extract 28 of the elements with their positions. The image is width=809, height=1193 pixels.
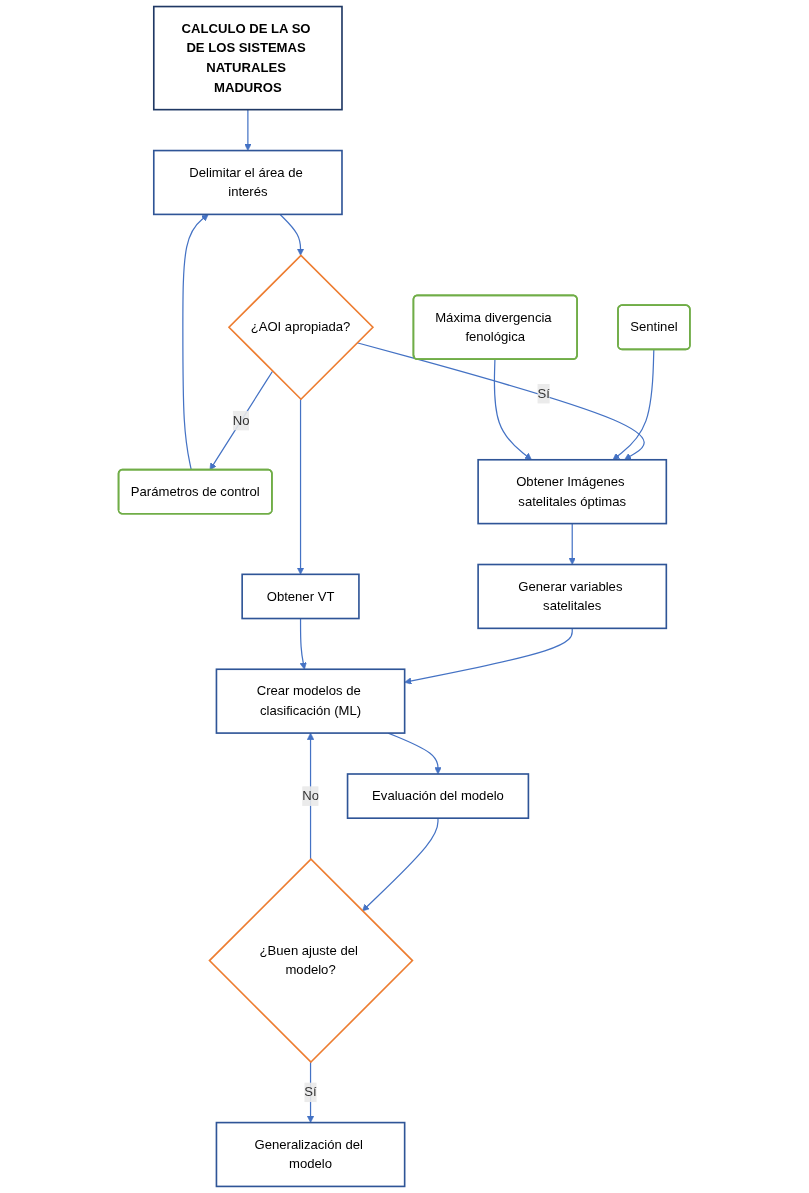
node-box: Obtener Imágenes satelitales óptimas xyxy=(477,458,668,525)
arrow xyxy=(307,732,315,860)
arrow xyxy=(297,398,305,575)
arrow xyxy=(612,349,655,461)
arrow xyxy=(307,1061,315,1123)
arrow xyxy=(279,213,305,256)
arrow xyxy=(209,370,274,471)
arrow xyxy=(182,214,209,471)
edge-label: Sí xyxy=(304,1084,318,1099)
arrow xyxy=(244,109,252,151)
node-diamond: ¿AOI apropiada? xyxy=(228,254,375,401)
node-box: Generalización del modelo xyxy=(215,1121,406,1188)
node-box: CALCULO DE LA SO DE LOS SISTEMAS NATURALES MADUROS xyxy=(153,5,344,111)
node-box: Generar variables satelitales xyxy=(477,563,668,630)
node-box: Evaluación del modelo xyxy=(347,773,530,819)
node-diamond: ¿Buen ajuste del modelo? xyxy=(208,857,414,1064)
edge-label: No xyxy=(302,788,320,803)
arrow xyxy=(362,817,439,912)
arrow xyxy=(568,523,577,565)
arrow xyxy=(494,358,533,461)
node-box: Obtener VT xyxy=(241,573,361,620)
arrow xyxy=(300,617,308,670)
arrow xyxy=(356,342,645,461)
arrow xyxy=(404,627,574,685)
node-box: Delimitar el área de interés xyxy=(153,149,344,216)
edge-label: No xyxy=(233,413,250,428)
edge-label: Sí xyxy=(537,386,551,401)
node-box: Crear modelos de clasificación (ML) xyxy=(215,668,406,734)
